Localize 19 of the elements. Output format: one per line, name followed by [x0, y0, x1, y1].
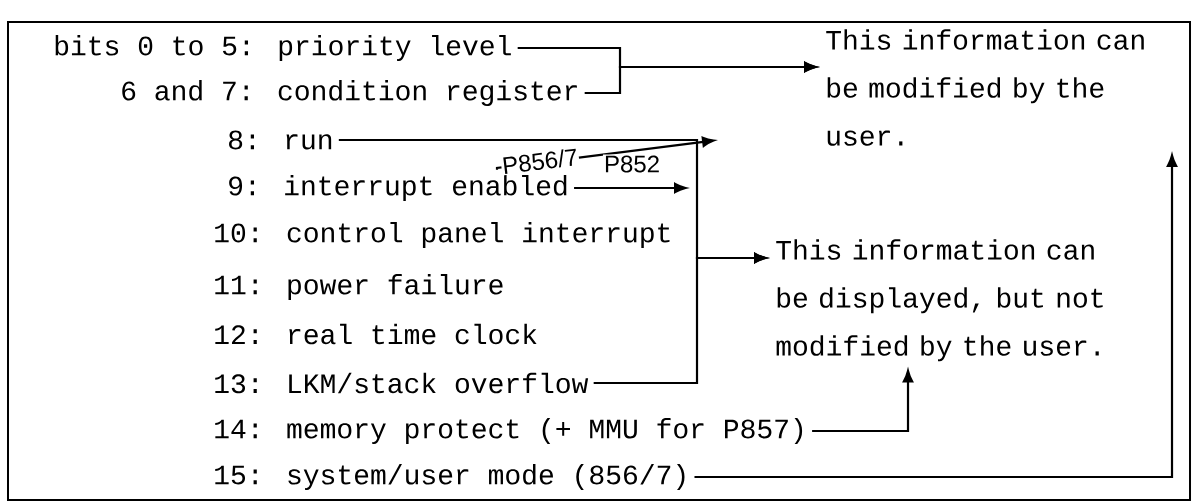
bit-description: bits 0 to 5: priority level — [55, 34, 511, 62]
bit-description: 8: run — [229, 130, 332, 150]
bit-description: 12: real time clock — [215, 323, 537, 345]
edge-label: P856/7 — [500, 146, 580, 176]
bit-description: 6 and 7: condition register — [122, 79, 577, 107]
bit-description: 15: system/user mode (856/7) — [215, 463, 685, 491]
bit-description: 13: LKM/stack overflow — [215, 372, 589, 394]
arrow — [574, 182, 687, 194]
arrow — [584, 61, 817, 95]
bit-description: 11: power failure — [215, 273, 503, 301]
bit-description: 14: memory protect (+ MMU for P857) — [215, 417, 803, 445]
bit-description: 9: interrupt enabled — [229, 174, 567, 202]
info-text: This information can be displayed, but not modified by the user. — [776, 239, 1103, 362]
arrow — [812, 369, 914, 433]
info-text: This information can be modified by the user. — [826, 29, 1144, 146]
edge-label: P852 — [603, 154, 662, 174]
bit-description: 10: control panel interrupt — [215, 221, 670, 249]
arrow — [593, 252, 767, 385]
arrow — [694, 154, 1178, 479]
